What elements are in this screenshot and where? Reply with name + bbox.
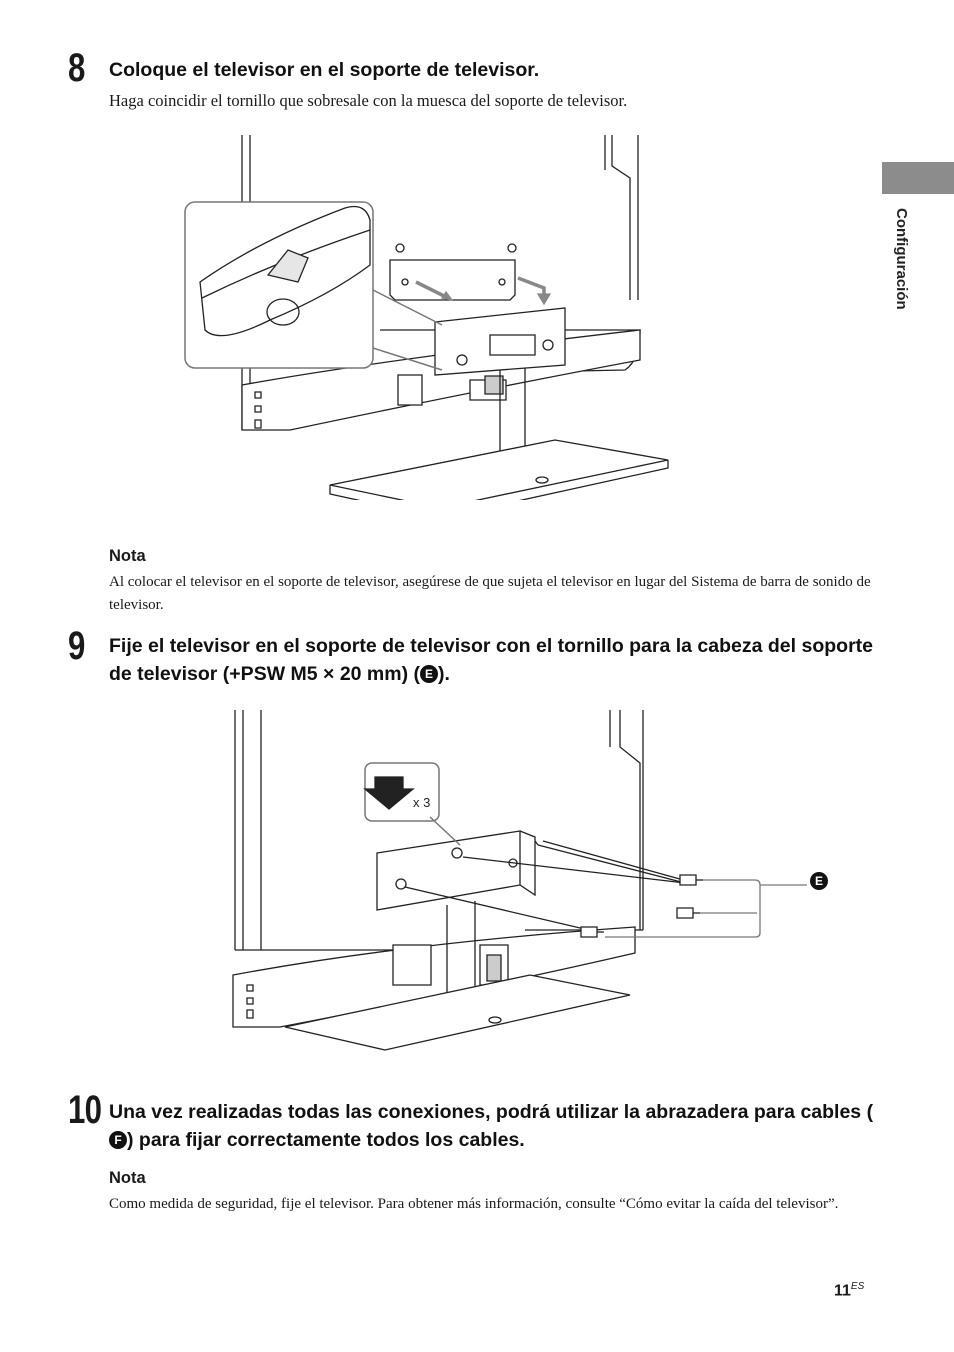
page-number: 11ES — [834, 1281, 865, 1300]
part-e-callout: E — [810, 872, 828, 890]
part-f-ref: F — [109, 1131, 127, 1149]
page-lang: ES — [850, 1281, 865, 1292]
step-9-heading: Fije el televisor en el soporte de telev… — [109, 635, 873, 685]
section-label: Configuración — [893, 208, 910, 310]
note-1-title: Nota — [109, 547, 146, 565]
step-number-10: 10 — [68, 1088, 102, 1132]
part-e-ref: E — [420, 665, 439, 683]
figure-tv-on-stand — [180, 130, 680, 500]
step-8-heading: Coloque el televisor en el soporte de te… — [109, 59, 540, 81]
figure-screw-attach — [225, 705, 840, 1060]
screw-count-label: x 3 — [413, 795, 431, 810]
section-tab — [882, 162, 954, 194]
step-number-8: 8 — [68, 46, 85, 90]
step-10-heading: Una vez realizadas todas las conexiones,… — [109, 1101, 874, 1151]
note-2-title: Nota — [109, 1169, 146, 1187]
note-1-text: Al colocar el televisor en el soporte de… — [109, 574, 871, 613]
step-number-9: 9 — [68, 624, 85, 668]
note-2-text: Como medida de seguridad, fije el televi… — [109, 1196, 839, 1212]
step-8-body: Haga coincidir el tornillo que sobresale… — [109, 91, 628, 110]
